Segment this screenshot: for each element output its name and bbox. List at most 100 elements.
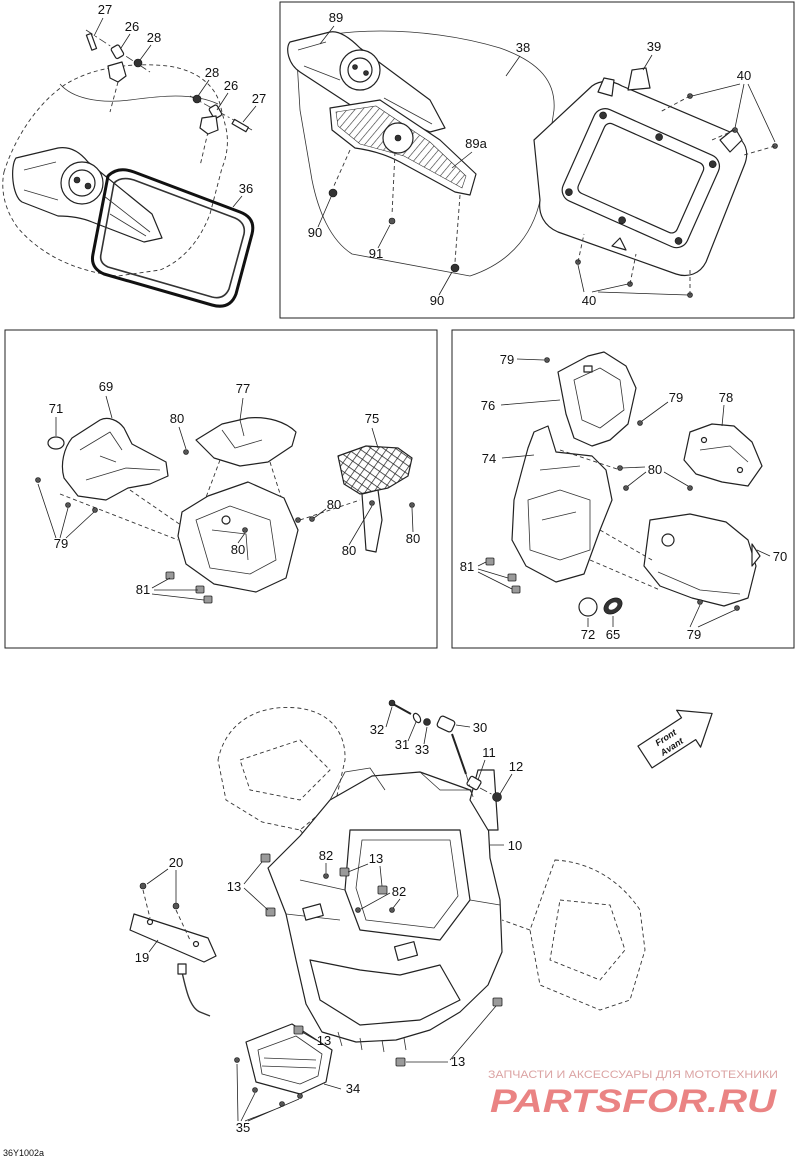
panel-instrument-cluster: 89 38 39 40 89a 90 91 90 40 [279, 1, 795, 319]
clips-81 [165, 571, 213, 604]
callout-90: 90 [308, 225, 322, 240]
watermark-logo: PARTSFOR.RU [490, 1083, 777, 1119]
callout-90: 90 [430, 293, 444, 308]
front-direction-arrow: Front Avant [637, 709, 713, 769]
clips-81 [485, 557, 521, 594]
callout-30: 30 [473, 720, 487, 735]
callout-40: 40 [737, 68, 751, 83]
front-frame-10 [267, 767, 503, 1053]
clips-13 [260, 853, 503, 1067]
callout-82: 82 [392, 884, 406, 899]
panel-border [4, 329, 438, 649]
hardware-30-33 [388, 699, 502, 802]
support-bracket [59, 459, 299, 593]
callout-80: 80 [231, 542, 245, 557]
callout-79: 79 [500, 352, 514, 367]
screws-35 [234, 1057, 303, 1107]
panel-left-side-panels: 69 77 71 80 75 80 79 80 80 80 81 [4, 329, 438, 649]
bracket-19 [129, 913, 217, 1017]
callout-78: 78 [719, 390, 733, 405]
screws-right-side [544, 357, 740, 611]
cover-78 [683, 423, 763, 487]
callout-13: 13 [227, 879, 241, 894]
side-panel-69 [61, 417, 169, 501]
grommet-65 [603, 597, 623, 615]
callout-65: 65 [606, 627, 620, 642]
callout-89: 89 [329, 10, 343, 25]
callout-91: 91 [369, 246, 383, 261]
callout-28: 28 [147, 30, 161, 45]
callout-36: 36 [239, 181, 253, 196]
screws-82 [323, 873, 395, 913]
panel-border [451, 329, 795, 649]
callout-26: 26 [224, 78, 238, 93]
callout-13: 13 [369, 851, 383, 866]
panel-windshield: 27 26 28 28 26 27 36 [2, 2, 266, 308]
mounting-hardware-left [85, 29, 151, 83]
leader-lines-right-side [477, 358, 771, 628]
callout-27: 27 [98, 2, 112, 17]
callout-81: 81 [136, 582, 150, 597]
callout-10: 10 [508, 838, 522, 853]
callout-80: 80 [342, 543, 356, 558]
callout-72: 72 [581, 627, 595, 642]
leader-lines-left-side [37, 395, 414, 601]
callout-76: 76 [481, 398, 495, 413]
callout-89a: 89a [465, 136, 487, 151]
callout-26: 26 [125, 19, 139, 34]
callout-79: 79 [669, 390, 683, 405]
panel-border [279, 1, 795, 319]
callout-80: 80 [327, 497, 341, 512]
callout-13: 13 [317, 1033, 331, 1048]
leader-lines-front-frame [146, 706, 513, 1122]
callout-20: 20 [169, 855, 183, 870]
callout-79: 79 [54, 536, 68, 551]
callout-12: 12 [509, 759, 523, 774]
gauge-housing [287, 31, 446, 133]
figure-code: 36Y1002a [3, 1148, 44, 1158]
callout-19: 19 [135, 950, 149, 965]
grille-75 [299, 445, 413, 553]
panel-front-frame: Front Avant 32 30 31 33 11 12 10 20 82 1… [129, 699, 713, 1135]
callout-81: 81 [460, 559, 474, 574]
callout-31: 31 [395, 737, 409, 752]
side-panel-70 [643, 513, 761, 607]
callout-28: 28 [205, 65, 219, 80]
callout-82: 82 [319, 848, 333, 863]
callout-11: 11 [482, 745, 496, 760]
callout-33: 33 [415, 742, 429, 757]
callout-79: 79 [687, 627, 701, 642]
cover-76 [557, 351, 637, 447]
callout-75: 75 [365, 411, 379, 426]
callout-27: 27 [252, 91, 266, 106]
gauge-cluster [12, 147, 163, 243]
callout-38: 38 [516, 40, 530, 55]
callout-71: 71 [49, 401, 63, 416]
mounting-hardware-right [189, 94, 253, 135]
screws-left-side [35, 449, 415, 533]
callout-80: 80 [406, 531, 420, 546]
cover-77 [195, 417, 297, 467]
leader-lines-windshield [93, 17, 257, 208]
callout-69: 69 [99, 379, 113, 394]
callout-34: 34 [346, 1081, 360, 1096]
side-panel-74 [511, 425, 613, 583]
watermark-tagline: ЗАПЧАСТИ И АКСЕССУАРЫ ДЛЯ МОТОТЕХНИКИ [488, 1069, 778, 1081]
display-bezel [533, 67, 748, 277]
windshield-gasket [91, 168, 255, 308]
gauge-back-cover [329, 99, 477, 196]
screws-instrument-cluster [328, 93, 778, 298]
callout-40: 40 [582, 293, 596, 308]
watermark: ЗАПЧАСТИ И АКСЕССУАРЫ ДЛЯ МОТОТЕХНИКИ PA… [488, 1069, 778, 1119]
callout-70: 70 [773, 549, 787, 564]
ghost-part-right [501, 859, 646, 1011]
callout-13: 13 [451, 1054, 465, 1069]
callout-32: 32 [370, 722, 384, 737]
callout-35: 35 [236, 1120, 250, 1135]
callout-77: 77 [236, 381, 250, 396]
plug-71 [47, 436, 65, 450]
callout-80: 80 [170, 411, 184, 426]
leader-lines-instrument-cluster [317, 25, 776, 296]
plug-72 [578, 597, 598, 617]
callout-74: 74 [482, 451, 496, 466]
